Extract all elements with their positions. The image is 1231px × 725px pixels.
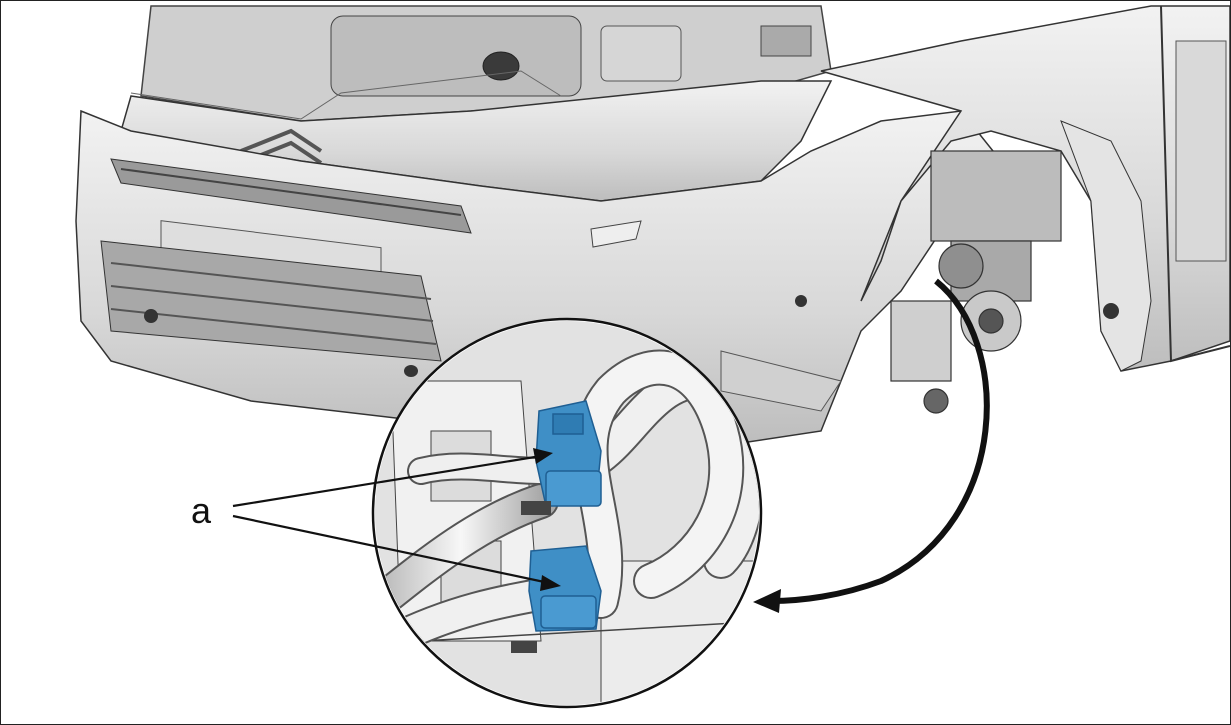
leader-lines — [232, 454, 550, 585]
connector-icon — [528, 545, 602, 632]
engine-cap — [482, 51, 520, 81]
magnifier-detail-circle — [371, 317, 763, 709]
wheel-arch-liner — [1060, 120, 1152, 372]
arrow-icon — [770, 278, 990, 604]
suspension-assembly — [890, 150, 1062, 414]
connector-icon — [535, 400, 602, 507]
engine-cover — [330, 15, 582, 97]
callout-label-a: a — [191, 490, 212, 531]
upper-grille — [110, 158, 472, 234]
